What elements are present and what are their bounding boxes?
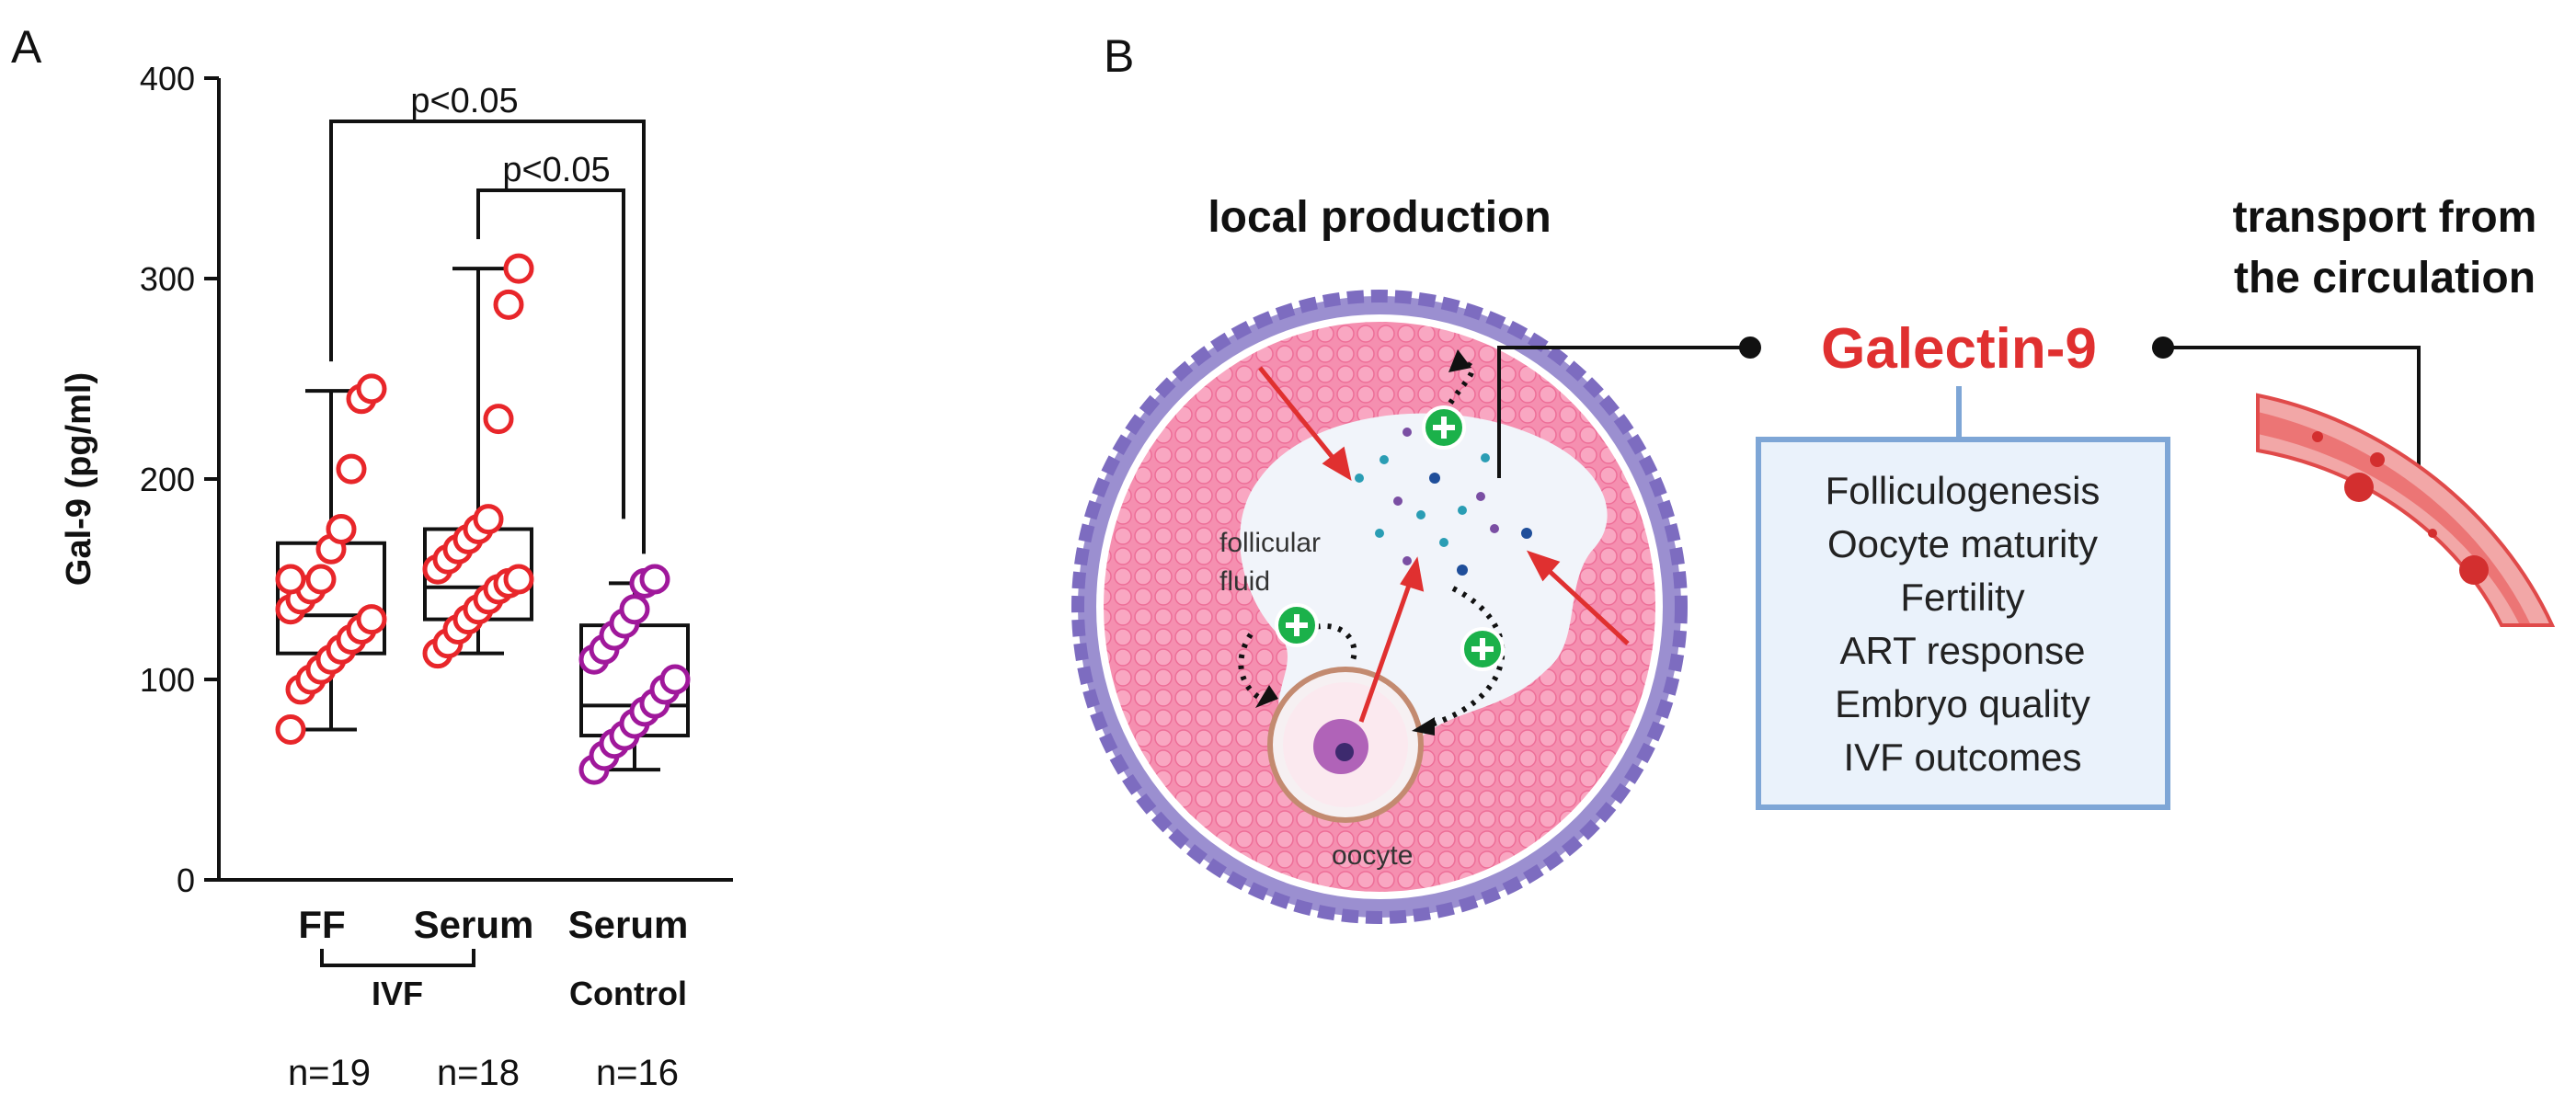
galectin-title: Galectin-9 <box>1821 317 2097 381</box>
oocyte <box>1267 667 1424 823</box>
blood-vessel-illustration <box>2256 393 2556 627</box>
data-point <box>305 564 337 595</box>
outcomes-box-frame <box>1756 437 2170 810</box>
data-point <box>275 564 306 595</box>
group-label-control-serum: Serum <box>568 903 689 946</box>
ivf-bracket <box>320 949 475 967</box>
significance-bracket <box>329 120 646 554</box>
box-plots <box>275 253 691 785</box>
follicular-fluid-label-line1: follicular <box>1219 528 1321 558</box>
significance-brackets: p<0.05 p<0.05 <box>329 82 646 554</box>
outcome-item: ART response <box>1840 629 2086 672</box>
dotted-arrow-up-head <box>1448 349 1471 372</box>
outcome-item: Folliculogenesis <box>1826 469 2101 512</box>
oocyte-label: oocyte <box>1332 840 1413 871</box>
panel-a-letter: A <box>11 21 42 73</box>
data-point <box>356 604 387 635</box>
y-axis: 0 100 200 300 400 <box>140 60 221 899</box>
y-tick-label: 300 <box>140 260 195 298</box>
blood-cell <box>2459 555 2489 585</box>
plus-icon <box>1275 603 1319 647</box>
data-point <box>336 453 367 485</box>
significance-label: p<0.05 <box>502 151 610 189</box>
dotted-arrow-right-head <box>1412 717 1435 736</box>
data-point <box>503 564 534 595</box>
blood-cell <box>2428 529 2437 538</box>
data-point <box>503 253 534 284</box>
box-plot-group <box>275 373 387 745</box>
data-point <box>356 373 387 405</box>
vessel-lumen <box>2258 412 2531 625</box>
follicle-illustration: follicular fluid oocyte <box>1071 290 1688 924</box>
ivf-label: IVF <box>372 975 423 1012</box>
connector-circulation <box>2163 346 2421 506</box>
outcome-item: Embryo quality <box>1835 682 2090 725</box>
plus-icon <box>1460 627 1505 671</box>
connector-local <box>1497 346 1750 478</box>
data-point <box>659 664 691 695</box>
group-label-ff: FF <box>298 903 345 946</box>
control-label: Control <box>569 975 687 1012</box>
outcome-item: Fertility <box>1900 576 2024 619</box>
data-point <box>639 564 670 595</box>
significance-label: p<0.05 <box>410 82 518 120</box>
y-tick-label: 400 <box>140 60 195 97</box>
n-label-control-serum: n=16 <box>596 1053 679 1093</box>
data-point <box>275 714 306 745</box>
red-arrows <box>1258 366 1630 723</box>
y-axis-label: Gal-9 (pg/ml) <box>60 372 98 586</box>
data-point <box>326 514 357 544</box>
y-tick-label: 200 <box>140 461 195 498</box>
dotted-arrow-left-head <box>1255 685 1278 708</box>
box-plot-group <box>578 564 691 785</box>
data-point <box>493 289 524 320</box>
n-label-ff: n=19 <box>288 1053 371 1093</box>
y-tick-label: 100 <box>140 661 195 699</box>
transport-heading-line1: transport from <box>2233 193 2537 242</box>
data-point <box>473 504 504 535</box>
nucleolus <box>1335 743 1354 761</box>
y-tick-label: 0 <box>177 861 195 899</box>
connector-dot-left <box>1739 337 1761 359</box>
significance-bracket <box>476 188 625 519</box>
plus-icon <box>1422 405 1466 450</box>
panel-b-letter: B <box>1104 30 1134 82</box>
box-plot-group <box>422 253 534 669</box>
data-point <box>619 594 650 625</box>
transport-heading-line2: the circulation <box>2234 254 2536 302</box>
local-production-heading: local production <box>1208 193 1551 242</box>
outcomes-box: Folliculogenesis Oocyte maturity Fertili… <box>1756 437 2170 810</box>
blood-cell <box>2312 431 2323 442</box>
data-point <box>483 404 514 435</box>
blood-cell <box>2344 473 2374 502</box>
outcome-item: IVF outcomes <box>1843 736 2081 779</box>
galectin-molecules <box>1355 428 1532 576</box>
follicular-fluid-label-line2: fluid <box>1219 566 1270 597</box>
blood-cell <box>2370 452 2385 467</box>
n-label-ivf-serum: n=18 <box>437 1053 520 1093</box>
group-label-ivf-serum: Serum <box>414 903 534 946</box>
outcome-item: Oocyte maturity <box>1827 522 2098 565</box>
